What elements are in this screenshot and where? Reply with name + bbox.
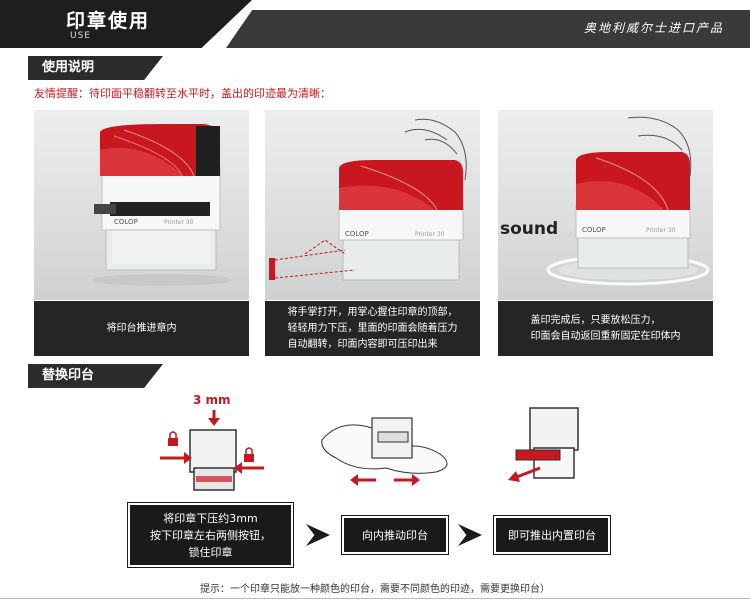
brand-logo-1: COLOP: [114, 218, 138, 226]
page-subtitle: USE: [70, 31, 91, 41]
stamp-illustration-3: COLOP Printer 30 sound: [500, 116, 710, 286]
flow-arrow-icon: [306, 524, 330, 546]
replace-diagram: 3 mm: [160, 393, 579, 491]
header-title-block: [0, 0, 252, 48]
model-label-1: Printer 30: [164, 219, 194, 226]
measure-label: 3 mm: [193, 393, 231, 407]
flow-step-press-text: 将印章下压约3mm 按下印章左右两侧按钮， 锁住印章: [150, 511, 271, 559]
replace-illustrations: 3 mm: [0, 388, 750, 498]
step3-image: COLOP Printer 30 sound: [498, 110, 713, 300]
section-usage-title: 使用说明: [28, 56, 163, 80]
step1-image: COLOP Printer 30: [34, 110, 249, 300]
step3-caption: 盖印完成后，只要放松压力， 印面会自动返回重新固定在印体内: [530, 314, 681, 342]
brand-logo-3: COLOP: [582, 226, 606, 234]
step1-caption-box: 将印台推进章内: [34, 301, 249, 356]
lock-icon: [168, 431, 178, 446]
flow-step-push: 向内推动印台: [341, 515, 449, 555]
friendly-tip: 友情提醒：待印面平稳翻转至水平时，盖出的印迹最为清晰：: [34, 87, 331, 100]
footer-note: 提示：一个印章只能放一种颜色的印台，需要不同颜色的印迹，需要更换印台）: [200, 584, 550, 595]
model-label-2: Printer 30: [415, 231, 445, 238]
flow-step-eject: 即可推出内置印台: [493, 515, 611, 555]
stamp-illustration-2: COLOP Printer 30: [269, 118, 467, 281]
section-replace-title: 替换印台: [28, 364, 163, 388]
step2-image: COLOP Printer 30: [265, 110, 480, 300]
bottom-divider: [0, 598, 750, 599]
step2-caption: 将手掌打开，用掌心握住印章的顶部， 轻轻用力下压，里面的印面会随着压力 自动翻转…: [287, 306, 458, 350]
header-slogan: 奥地利威尔士进口产品: [583, 21, 724, 35]
sound-label: sound: [500, 219, 558, 239]
flow-step-press: 将印章下压约3mm 按下印章左右两侧按钮， 锁住印章: [127, 502, 294, 568]
flow-step-push-text: 向内推动印台: [362, 529, 428, 542]
step1-caption: 将印台推进章内: [106, 322, 177, 334]
top-header: 印章使用 USE 奥地利威尔士进口产品: [0, 0, 750, 48]
stamp-illustration-1: COLOP Printer 30: [92, 124, 232, 286]
step2-caption-box: 将手掌打开，用掌心握住印章的顶部， 轻轻用力下压，里面的印面会随着压力 自动翻转…: [265, 301, 480, 356]
flow-arrow-icon: [458, 524, 482, 546]
page-title: 印章使用: [66, 10, 151, 32]
header-banner: [226, 10, 750, 48]
flow-step-eject-text: 即可推出内置印台: [508, 529, 596, 542]
lock-icon: [244, 447, 254, 462]
step3-caption-box: 盖印完成后，只要放松压力， 印面会自动返回重新固定在印体内: [498, 301, 713, 356]
brand-logo-2: COLOP: [345, 230, 369, 238]
model-label-3: Printer 30: [646, 227, 676, 234]
